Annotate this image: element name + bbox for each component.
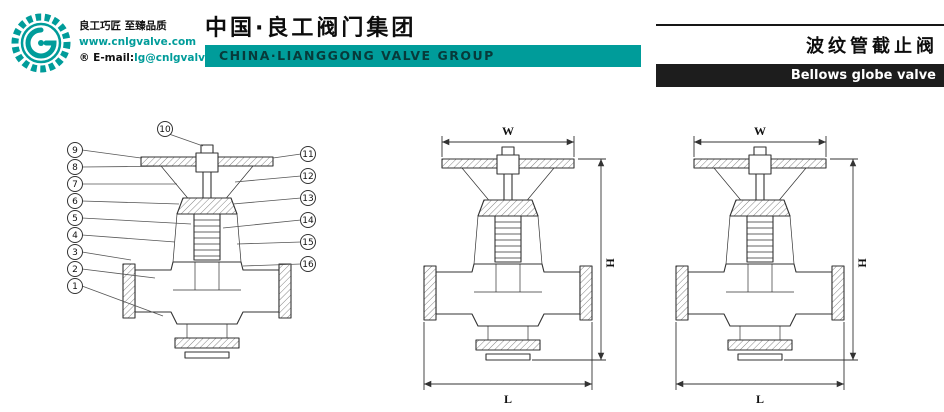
part-callout: 14 (300, 212, 316, 228)
svg-text:H: H (603, 258, 617, 268)
company-block: 中国·良工阀门集团 CHINA·LIANGGONG VALVE GROUP (205, 10, 641, 67)
registered-mark: ® (79, 51, 90, 64)
part-callout: 1 (67, 278, 83, 294)
part-callout: 9 (67, 142, 83, 158)
dimension-w: W (441, 124, 575, 157)
svg-text:H: H (855, 258, 869, 268)
part-callout: 12 (300, 168, 316, 184)
company-name-banner: CHINA·LIANGGONG VALVE GROUP (205, 45, 641, 67)
product-title-bar: Bellows globe valve (656, 64, 944, 87)
email-label: E-mail: (93, 51, 135, 64)
svg-text:2: 2 (72, 265, 78, 275)
valve-outline (122, 144, 292, 359)
dimension-drawing-1: W H L (423, 124, 617, 406)
parts-section-diagram: 9 8 7 6 5 4 3 2 1 10 11 12 13 14 15 16 (67, 121, 316, 359)
dimension-h: H (784, 158, 869, 361)
svg-text:8: 8 (72, 163, 78, 173)
svg-text:L: L (756, 392, 764, 406)
part-callout: 3 (67, 244, 83, 260)
svg-text:L: L (504, 392, 512, 406)
svg-text:W: W (754, 124, 766, 138)
part-callout: 11 (300, 146, 316, 162)
dimension-drawing-2: W H L (675, 124, 869, 406)
product-title-en: Bellows globe valve (790, 68, 936, 83)
part-callout: 6 (67, 193, 83, 209)
svg-text:7: 7 (72, 180, 78, 190)
svg-text:13: 13 (302, 194, 313, 204)
part-callout: 16 (300, 256, 316, 272)
dimension-w: W (693, 124, 827, 157)
part-callout: 8 (67, 159, 83, 175)
valve-outline (423, 146, 593, 361)
svg-text:5: 5 (72, 214, 78, 224)
title-rule (656, 24, 944, 26)
dimension-l: L (423, 322, 593, 406)
product-title-cn: 波纹管截止阀 (806, 36, 938, 57)
callout-leader-lines (81, 133, 302, 317)
valve-outline (675, 146, 845, 361)
svg-text:14: 14 (302, 216, 314, 226)
svg-text:1: 1 (72, 282, 78, 292)
company-name-en: CHINA·LIANGGONG VALVE GROUP (219, 48, 495, 63)
dimension-h: H (532, 158, 617, 361)
company-name-cn: 中国·良工阀门集团 (205, 16, 417, 41)
svg-text:3: 3 (72, 248, 78, 258)
svg-text:11: 11 (302, 150, 313, 160)
part-callout: 10 (157, 121, 173, 137)
svg-text:10: 10 (159, 125, 171, 135)
part-callout: 7 (67, 176, 83, 192)
svg-text:12: 12 (302, 172, 313, 182)
svg-text:16: 16 (302, 260, 314, 270)
svg-text:6: 6 (72, 197, 78, 207)
part-callout: 5 (67, 210, 83, 226)
part-callout: 15 (300, 234, 316, 250)
logo-block: 良工巧匠 至臻品质 www.cnlgvalve.com ® E-mail:lg@… (10, 12, 240, 74)
part-callout: 13 (300, 190, 316, 206)
svg-text:15: 15 (302, 238, 313, 248)
company-logo-icon (11, 13, 71, 73)
svg-text:W: W (502, 124, 514, 138)
svg-text:4: 4 (72, 231, 78, 241)
dimension-l: L (675, 322, 845, 406)
logo-website: www.cnlgvalve.com (79, 36, 197, 49)
part-callout: 4 (67, 227, 83, 243)
logo-tagline: 良工巧匠 至臻品质 (79, 20, 167, 33)
product-title-block: 波纹管截止阀 Bellows globe valve (656, 24, 944, 87)
svg-text:9: 9 (72, 146, 78, 156)
part-callout: 2 (67, 261, 83, 277)
